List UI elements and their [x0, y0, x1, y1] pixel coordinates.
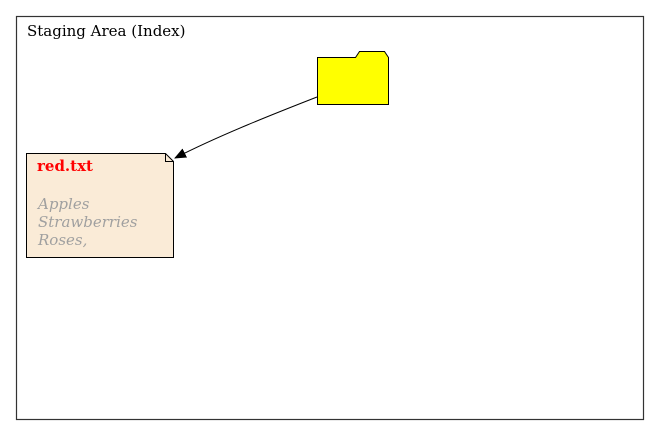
file-content-line: Roses,: [37, 231, 87, 249]
file-content-line: Strawberries: [38, 213, 138, 231]
tree-to-blob-edge: [174, 96, 318, 159]
cluster-title: Staging Area (Index): [27, 22, 186, 40]
file-content-line: Apples: [36, 195, 90, 213]
file-name: red.txt: [37, 157, 93, 175]
file-node-red-txt: red.txt Apples Strawberries Roses,: [26, 153, 174, 258]
folder-icon: [317, 51, 389, 105]
note-corner-fold: [165, 153, 174, 162]
note-shape: [26, 153, 174, 258]
folder-node: [317, 51, 389, 105]
